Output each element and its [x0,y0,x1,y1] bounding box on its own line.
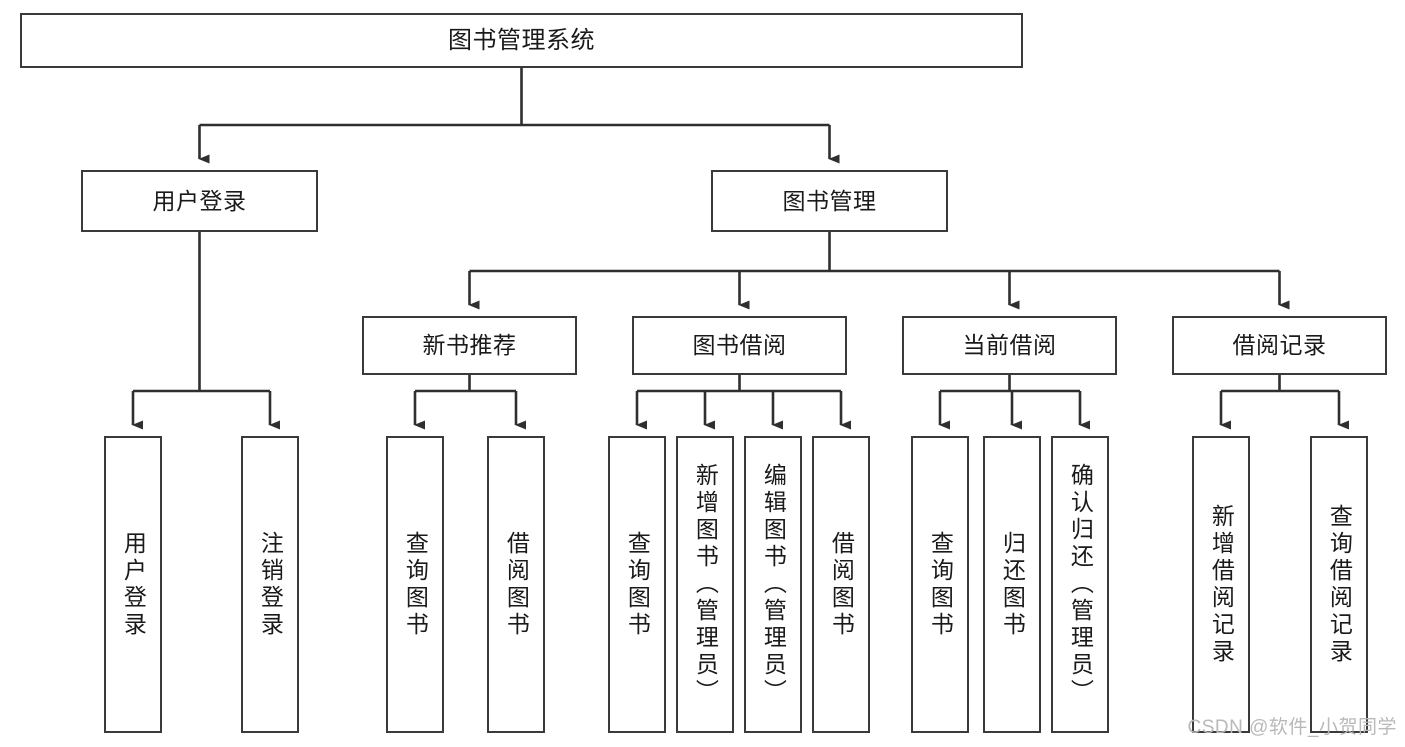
node-leaf-query-book-borrow[interactable]: 查询图书 [608,436,666,733]
node-label-leaf-query-borrow-record: 查询借阅记录 [1326,503,1353,666]
node-label-leaf-query-book-borrow: 查询图书 [624,530,651,639]
node-leaf-user-login[interactable]: 用户登录 [104,436,162,733]
node-new-book-recommend[interactable]: 新书推荐 [362,316,577,375]
node-leaf-borrow-book-rec[interactable]: 借阅图书 [487,436,545,733]
node-label-leaf-add-borrow-record: 新增借阅记录 [1208,503,1235,666]
node-label-leaf-edit-book-admin: 编辑图书（管理员） [760,463,787,706]
node-leaf-edit-book-admin[interactable]: 编辑图书（管理员） [744,436,802,733]
node-label-leaf-user-logout: 注销登录 [257,530,284,639]
node-root[interactable]: 图书管理系统 [20,13,1023,68]
node-label-leaf-add-book-admin: 新增图书（管理员） [692,463,719,706]
csdn-watermark: CSDN @软件_小贺同学 [1187,717,1397,738]
node-book-management[interactable]: 图书管理 [711,170,948,232]
node-label-new-book-recommend: 新书推荐 [422,332,517,359]
node-label-root: 图书管理系统 [448,26,595,54]
node-label-leaf-query-book-rec: 查询图书 [402,530,429,639]
node-label-leaf-borrow-book-rec: 借阅图书 [503,530,530,639]
node-leaf-query-borrow-record[interactable]: 查询借阅记录 [1310,436,1368,733]
node-label-leaf-confirm-return-admin: 确认归还（管理员） [1067,463,1094,706]
node-borrow-record[interactable]: 借阅记录 [1172,316,1387,375]
node-label-current-borrow: 当前借阅 [962,332,1057,359]
node-leaf-borrow-book[interactable]: 借阅图书 [812,436,870,733]
node-book-borrow[interactable]: 图书借阅 [632,316,847,375]
node-label-book-management: 图书管理 [782,187,877,214]
node-user-login[interactable]: 用户登录 [81,170,318,232]
node-label-leaf-return-book: 归还图书 [999,530,1026,639]
node-leaf-add-book-admin[interactable]: 新增图书（管理员） [676,436,734,733]
node-leaf-add-borrow-record[interactable]: 新增借阅记录 [1192,436,1250,733]
node-label-user-login: 用户登录 [152,187,247,214]
node-leaf-user-logout[interactable]: 注销登录 [241,436,299,733]
node-label-leaf-user-login: 用户登录 [120,530,147,639]
node-leaf-confirm-return-admin[interactable]: 确认归还（管理员） [1051,436,1109,733]
node-label-leaf-query-book-cur: 查询图书 [927,530,954,639]
node-label-borrow-record: 借阅记录 [1232,332,1327,359]
node-leaf-query-book-rec[interactable]: 查询图书 [386,436,444,733]
node-label-leaf-borrow-book: 借阅图书 [828,530,855,639]
node-label-book-borrow: 图书借阅 [692,332,787,359]
node-current-borrow[interactable]: 当前借阅 [902,316,1117,375]
node-leaf-return-book[interactable]: 归还图书 [983,436,1041,733]
node-leaf-query-book-cur[interactable]: 查询图书 [911,436,969,733]
